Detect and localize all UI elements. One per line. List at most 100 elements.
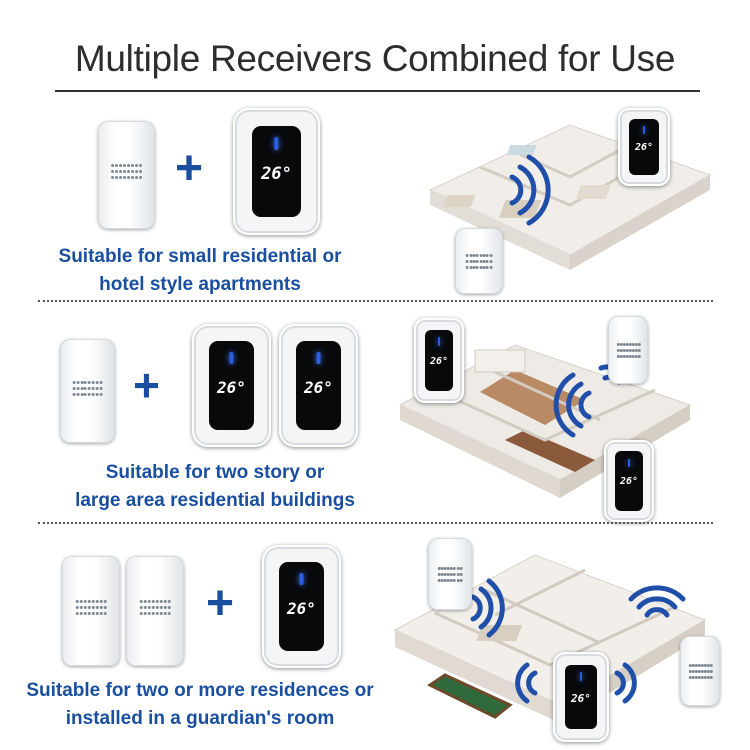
receiver-screen: 26°: [209, 341, 254, 430]
speaker-hole: [91, 386, 95, 390]
section-caption: Suitable for small residential or hotel …: [20, 243, 380, 299]
speaker-hole: [87, 606, 91, 609]
speaker-hole: [103, 612, 107, 615]
speaker-hole: [91, 600, 95, 603]
speaker-hole: [103, 600, 107, 603]
temperature-reading: 26°: [304, 378, 333, 398]
speaker-hole: [700, 670, 704, 673]
speaker-hole: [697, 664, 701, 667]
speaker-hole: [79, 612, 83, 615]
speaker-hole: [616, 349, 620, 353]
speaker-holes: [111, 164, 143, 180]
speaker-hole: [465, 260, 469, 264]
speaker-hole: [83, 600, 87, 603]
speaker-hole: [619, 343, 623, 347]
speaker-hole: [99, 386, 103, 390]
speaker-hole: [485, 254, 489, 258]
speaker-hole: [622, 349, 626, 353]
speaker-hole: [99, 380, 103, 384]
speaker-hole: [163, 606, 167, 609]
speaker-holes: [688, 664, 713, 679]
speaker-hole: [634, 349, 638, 353]
speaker-hole: [115, 164, 119, 168]
speaker-hole: [450, 578, 454, 582]
speaker-hole: [95, 600, 99, 603]
receiver-screen: 26°: [425, 329, 453, 392]
speaker-hole: [446, 572, 450, 576]
transmitter-device: [455, 228, 503, 294]
speaker-hole: [130, 164, 134, 168]
speaker-hole: [475, 266, 479, 270]
speaker-hole: [489, 266, 493, 270]
speaker-hole: [79, 606, 83, 609]
receiver-screen: 26°: [629, 118, 659, 176]
speaker-hole: [99, 392, 103, 396]
speaker-hole: [155, 600, 159, 603]
speaker-hole: [703, 664, 707, 667]
speaker-hole: [91, 612, 95, 615]
speaker-hole: [83, 612, 87, 615]
section-divider: [38, 300, 713, 302]
speaker-hole: [130, 176, 134, 180]
speaker-hole: [75, 612, 79, 615]
speaker-hole: [706, 664, 710, 667]
speaker-hole: [479, 254, 483, 258]
led-indicator: [229, 351, 234, 365]
speaker-hole: [437, 572, 441, 576]
speaker-hole: [625, 355, 629, 359]
speaker-hole: [123, 164, 126, 168]
speaker-hole: [80, 386, 84, 390]
temperature-reading: 26°: [217, 378, 246, 398]
speaker-hole: [155, 606, 159, 609]
caption-line: Suitable for small residential or: [58, 246, 342, 267]
speaker-hole: [688, 676, 692, 679]
speaker-hole: [126, 176, 130, 180]
signal-waves-icon: [628, 585, 686, 618]
speaker-holes: [465, 254, 493, 270]
speaker-hole: [115, 176, 119, 180]
speaker-hole: [459, 566, 463, 570]
section-divider: [38, 522, 713, 524]
speaker-hole: [130, 170, 134, 174]
speaker-hole: [159, 600, 163, 603]
transmitter-device: [428, 538, 472, 610]
speaker-hole: [625, 349, 629, 353]
speaker-hole: [147, 600, 151, 603]
speaker-hole: [637, 349, 641, 353]
speaker-hole: [456, 578, 460, 582]
speaker-hole: [87, 380, 91, 384]
receiver-device: 26°: [192, 324, 271, 447]
speaker-hole: [76, 386, 80, 390]
speaker-hole: [143, 600, 147, 603]
speaker-hole: [479, 260, 483, 264]
speaker-hole: [75, 606, 79, 609]
speaker-hole: [91, 380, 95, 384]
speaker-hole: [482, 254, 486, 258]
caption-line: hotel style apartments: [99, 274, 301, 295]
caption-line: installed in a guardian's room: [65, 708, 335, 729]
speaker-hole: [95, 386, 99, 390]
speaker-hole: [694, 670, 698, 673]
speaker-hole: [688, 670, 692, 673]
speaker-hole: [479, 266, 483, 270]
plus-sign: +: [175, 142, 204, 195]
signal-waves-icon: [509, 154, 551, 226]
speaker-hole: [475, 254, 479, 258]
speaker-hole: [75, 600, 79, 603]
receiver-screen: 26°: [279, 562, 324, 651]
speaker-hole: [616, 343, 620, 347]
speaker-hole: [440, 578, 444, 582]
speaker-hole: [99, 612, 103, 615]
speaker-hole: [469, 254, 473, 258]
speaker-hole: [443, 578, 447, 582]
speaker-hole: [79, 600, 83, 603]
receiver-device: 26°: [618, 108, 670, 186]
speaker-hole: [143, 612, 147, 615]
speaker-hole: [103, 606, 107, 609]
plus-sign: +: [206, 577, 235, 630]
led-indicator: [316, 351, 321, 365]
transmitter-device: [98, 121, 155, 229]
transmitter-device: [62, 556, 120, 666]
section-caption: Suitable for two story or large area res…: [35, 459, 395, 515]
speaker-hole: [489, 260, 493, 264]
